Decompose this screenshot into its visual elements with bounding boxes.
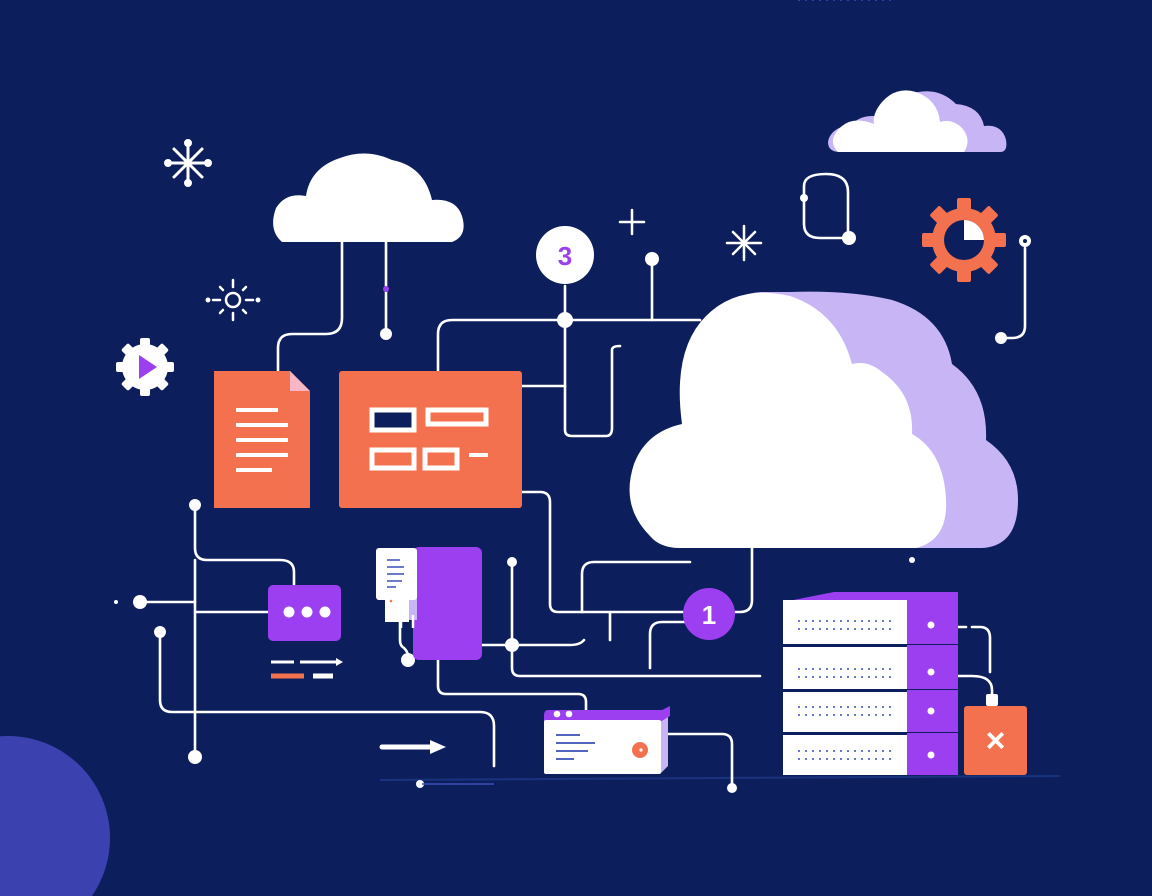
wire-left-bubble xyxy=(193,504,296,588)
plus-sparkle-icon xyxy=(618,208,646,236)
mobile-device-icon xyxy=(376,547,482,660)
pie-slice xyxy=(964,220,984,240)
gear-pie-chart-icon xyxy=(922,198,1006,282)
close-x-icon: × xyxy=(986,722,1006,760)
chat-bubble-icon xyxy=(268,585,343,679)
wire-node-ring-hole xyxy=(1023,239,1027,243)
small-cloud-top-left-icon xyxy=(273,153,464,242)
tablet-body xyxy=(413,547,482,660)
wire-loop xyxy=(580,560,692,614)
asterisk-sparkle-icon xyxy=(164,139,212,187)
decorative-corner-circle xyxy=(0,736,110,896)
step-badge-3: 3 xyxy=(536,226,594,284)
connection-wires xyxy=(114,235,1031,793)
wire-right-hook xyxy=(1000,246,1027,340)
wire-badge1-down xyxy=(648,620,692,670)
server-vents xyxy=(798,0,891,760)
floor-line xyxy=(379,775,1061,781)
wire-cloud-to-doc xyxy=(276,238,344,374)
wire-node xyxy=(380,328,392,340)
server-unit-4 xyxy=(783,733,958,775)
wire-dot xyxy=(909,557,915,563)
wire-pin-node xyxy=(645,252,659,266)
wire-bottom-route xyxy=(158,628,496,768)
wire-badge3-down xyxy=(563,284,622,438)
server-unit-1 xyxy=(783,592,958,644)
plug-connector xyxy=(986,694,998,706)
wire-badge1-up xyxy=(728,546,754,614)
wire-server-to-x xyxy=(970,625,992,674)
wire-node-left xyxy=(133,595,147,609)
error-status-box: × xyxy=(964,706,1027,775)
wire-node xyxy=(507,557,517,567)
large-cloud-icon xyxy=(629,291,1018,548)
wire-tablet-right xyxy=(464,638,586,647)
wire-to-server xyxy=(510,558,762,678)
play-gear-icon xyxy=(116,338,174,396)
wire-node-mobile xyxy=(401,653,415,667)
badge-1-label: 1 xyxy=(702,600,716,630)
server-unit-3 xyxy=(783,690,958,732)
play-icon xyxy=(139,355,157,379)
wire-node xyxy=(727,783,737,793)
loop-connector-icon xyxy=(800,172,856,245)
hub-node xyxy=(557,312,573,328)
small-asterisk-sparkle-icon xyxy=(725,224,763,262)
badge-3-label: 3 xyxy=(558,241,572,271)
wire-dot xyxy=(416,780,424,788)
server-unit-2 xyxy=(783,645,958,689)
wire-node xyxy=(995,332,1007,344)
wire-node-left-bottom xyxy=(188,750,202,764)
browser-window-icon xyxy=(544,706,670,774)
document-icon xyxy=(214,371,310,508)
wire-dashboard-down xyxy=(520,490,690,614)
wire-browser-right xyxy=(666,732,734,788)
dashboard-window-icon xyxy=(339,371,522,508)
sun-icon xyxy=(205,278,261,322)
wire-node xyxy=(154,626,166,638)
small-cloud-top-right-icon xyxy=(828,90,1007,152)
wire-hub-horizontal xyxy=(436,318,702,374)
document-fold xyxy=(290,371,310,391)
wire-node-left-top xyxy=(189,499,201,511)
wire-node xyxy=(505,638,519,652)
wire-to-browser xyxy=(436,656,588,714)
wire-node-purple xyxy=(383,286,389,292)
step-badge-1: 1 xyxy=(683,588,735,640)
wire-dot-left xyxy=(114,600,118,604)
arrow-right-icon xyxy=(430,740,446,754)
wire-server-to-x-2 xyxy=(956,674,994,700)
server-rack-icon xyxy=(783,0,958,775)
